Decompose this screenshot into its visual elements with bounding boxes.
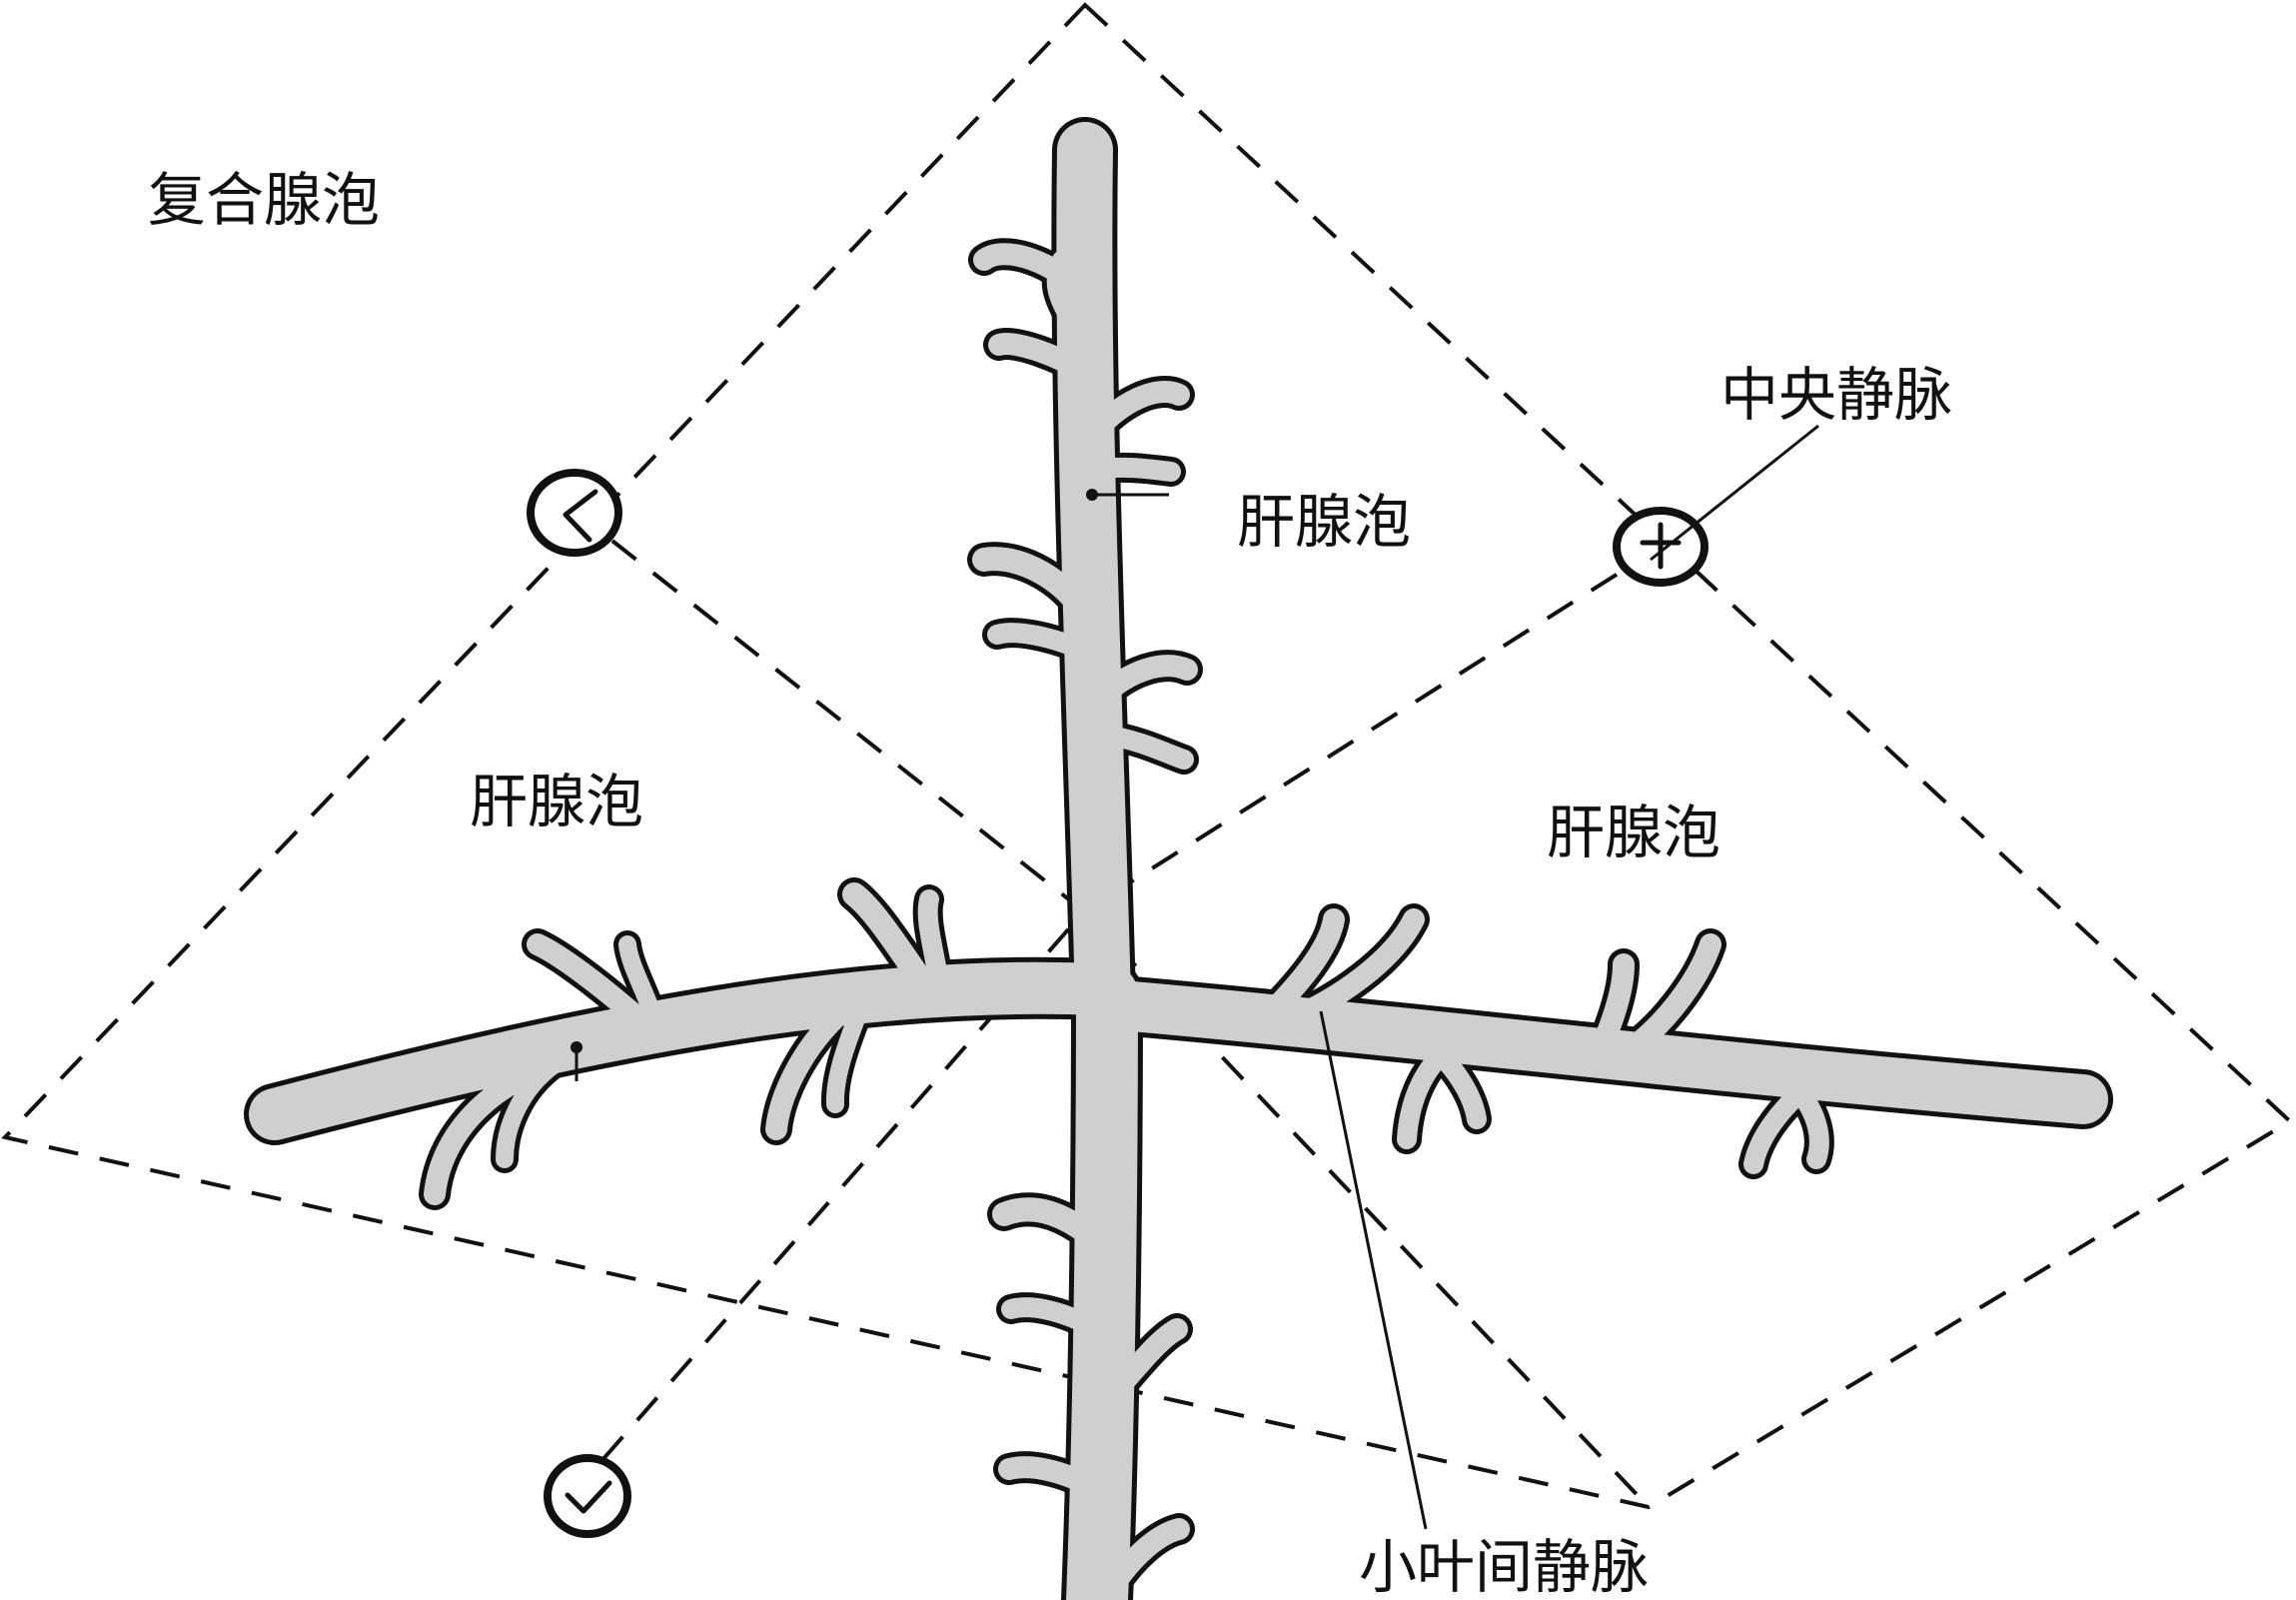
portal-dot-left bbox=[571, 1041, 582, 1053]
top-branch-r1b-fill bbox=[1084, 457, 1181, 482]
vessel-tree-fill bbox=[249, 122, 2108, 1600]
trunk-top-fill bbox=[1056, 122, 1131, 1027]
vessel-tree bbox=[244, 117, 2113, 1600]
left-branch-u2-fill bbox=[527, 933, 650, 1030]
trunk-left-fill bbox=[249, 961, 1125, 1140]
right-branch-u2b-fill bbox=[1608, 933, 1722, 1068]
top-branch-r1-fill bbox=[1078, 381, 1190, 451]
left-branch-u2b-fill bbox=[618, 935, 663, 1028]
top-branch-l2-fill bbox=[988, 333, 1108, 391]
bottom-branch-r1-fill bbox=[1098, 1318, 1188, 1410]
labels: 复合腺泡 肝腺泡 肝腺泡 肝腺泡 中央静脉 小叶间静脉 bbox=[148, 166, 1952, 1600]
left-branch-d2b-fill bbox=[496, 1055, 564, 1168]
bottom-branch-l2-fill bbox=[1001, 1297, 1107, 1339]
trunk-bottom-fill bbox=[1066, 963, 1138, 1600]
central-vein-label: 中央静脉 bbox=[1721, 361, 1952, 429]
top-branch-l3-fill bbox=[972, 547, 1101, 632]
acinus-label-top: 肝腺泡 bbox=[1237, 488, 1411, 556]
bottom-branch-l1-fill bbox=[992, 1197, 1107, 1251]
compound-acinus-boundary bbox=[1, 2, 2294, 1510]
right-branch-u1-fill bbox=[1258, 908, 1345, 1025]
trunk-right-fill bbox=[1084, 979, 2108, 1124]
acinus-label-right: 肝腺泡 bbox=[1547, 799, 1721, 866]
left-branch-u1-fill bbox=[842, 882, 936, 996]
central-vein-bottom bbox=[544, 1454, 631, 1538]
leader-lines bbox=[571, 424, 1819, 1530]
right-branch-d1b-fill bbox=[1397, 1034, 1464, 1149]
bottom-branch-l3-fill bbox=[998, 1456, 1108, 1500]
right-branch-u2-fill bbox=[1588, 953, 1635, 1065]
central-vein-right bbox=[1613, 507, 1709, 587]
right-branch-u1b-fill bbox=[1278, 908, 1425, 1030]
right-branch-d2b-fill bbox=[1743, 1071, 1823, 1174]
top-branch-l4-fill bbox=[987, 623, 1103, 665]
top-branch-l1b-fill bbox=[1046, 251, 1081, 334]
vessel-tree-outline bbox=[244, 117, 2113, 1600]
bottom-branch-r2-fill bbox=[1100, 1518, 1190, 1600]
interlobular-vein-label: 小叶间静脉 bbox=[1359, 1533, 1649, 1600]
compound-acinus-label: 复合腺泡 bbox=[148, 166, 380, 234]
portal-dot-top bbox=[1086, 489, 1098, 501]
central-vein-leader bbox=[1650, 424, 1819, 562]
acinus-label-left: 肝腺泡 bbox=[470, 768, 643, 835]
top-branch-l1-fill bbox=[973, 243, 1102, 311]
top-branch-r2b-fill bbox=[1094, 725, 1194, 770]
left-branch-d1-fill bbox=[765, 998, 855, 1140]
interlobular-vein-leader bbox=[1319, 1010, 1428, 1530]
left-branch-u1b-fill bbox=[917, 889, 949, 994]
left-branch-d2-fill bbox=[424, 1058, 551, 1205]
central-veins bbox=[527, 469, 1709, 1538]
top-branch-r2-fill bbox=[1088, 655, 1198, 711]
central-vein-left bbox=[527, 469, 622, 557]
left-branch-d1b-fill bbox=[825, 1002, 868, 1113]
